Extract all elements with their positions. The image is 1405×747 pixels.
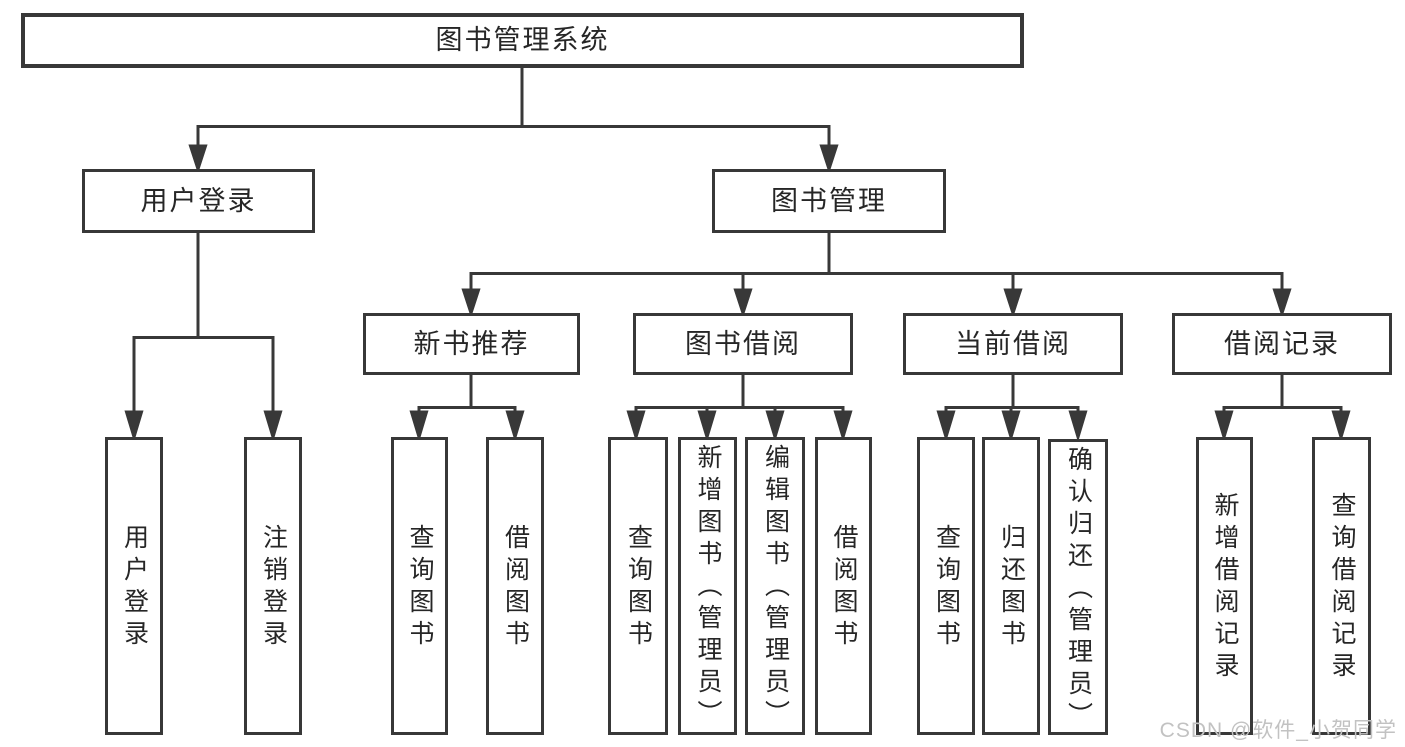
node-new-book-recommend: 新书推荐 [363,313,580,375]
node-user-login: 用户登录 [82,169,315,233]
csdn-watermark: CSDN @软件_小贺同学 [1159,719,1397,742]
leaf-records-query-record: 查询借阅记录 [1312,437,1371,735]
leaf-current-confirm-return-admin: 确认归还（管理员） [1048,439,1108,735]
node-book-management: 图书管理 [712,169,946,233]
leaf-user-login: 用户登录 [105,437,163,735]
node-current-borrowing: 当前借阅 [903,313,1123,375]
leaf-borrowing-query-books: 查询图书 [608,437,668,735]
leaf-borrowing-edit-books-admin: 编辑图书（管理员） [745,437,805,735]
leaf-records-add-record: 新增借阅记录 [1196,437,1253,735]
leaf-borrowing-add-books-admin: 新增图书（管理员） [678,437,737,735]
node-borrowing-records: 借阅记录 [1172,313,1392,375]
leaf-recommend-borrow-books: 借阅图书 [486,437,544,735]
leaf-borrowing-borrow-books: 借阅图书 [815,437,872,735]
leaf-current-return-books: 归还图书 [982,437,1040,735]
node-library-management-system: 图书管理系统 [21,13,1024,68]
leaf-current-query-books: 查询图书 [917,437,975,735]
node-book-borrowing: 图书借阅 [633,313,853,375]
leaf-logout-login: 注销登录 [244,437,302,735]
leaf-recommend-query-books: 查询图书 [391,437,448,735]
